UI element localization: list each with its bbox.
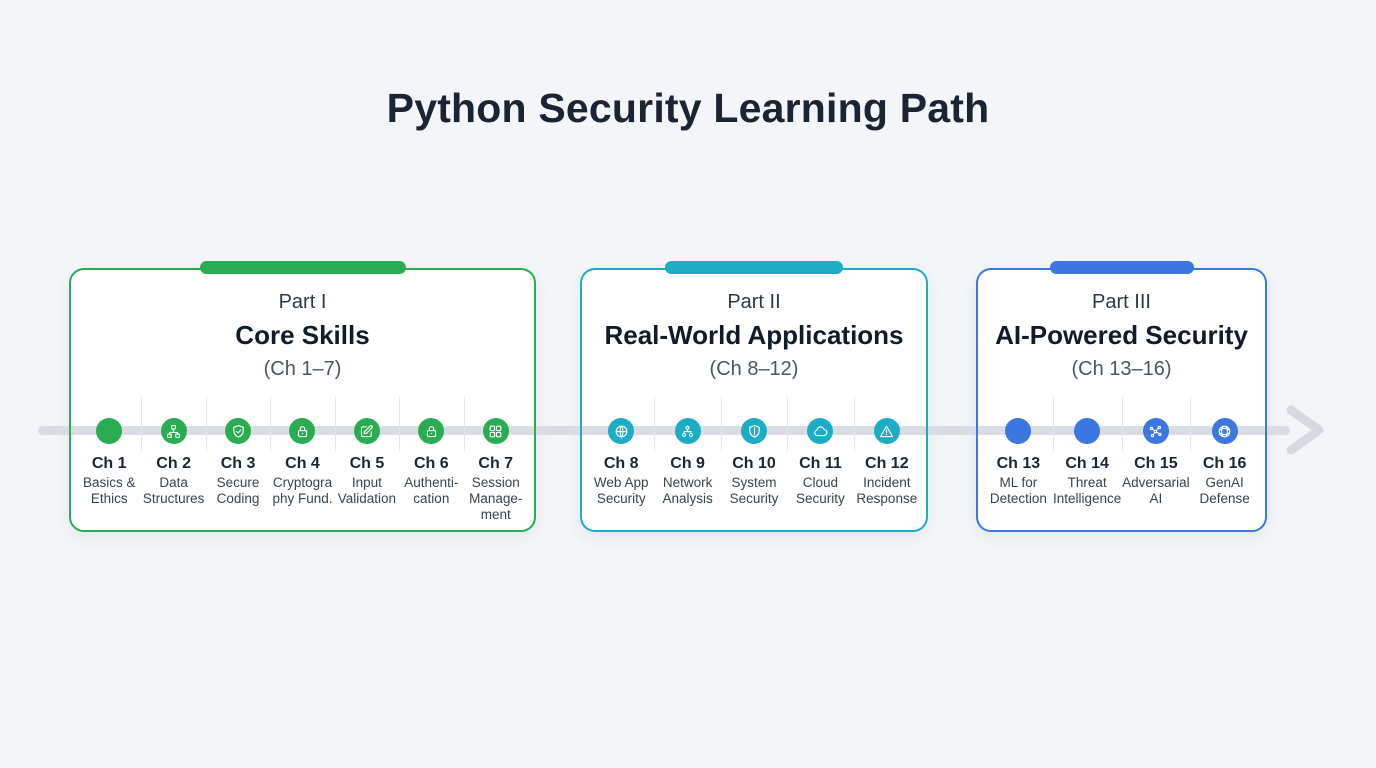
chapter-ch10: Ch 10 System Security <box>720 394 787 526</box>
grid-icon <box>482 418 509 444</box>
card-header: Part III AI-Powered Security (Ch 13–16) <box>976 290 1267 382</box>
cloud-icon <box>807 418 834 444</box>
filled-dot-icon <box>1005 418 1032 444</box>
chapter-ch16: Ch 16 GenAI Defense <box>1190 394 1259 526</box>
chapter-desc: GenAI Defense <box>1199 475 1250 506</box>
card-title: Real-World Applications <box>604 320 904 350</box>
part-label: Part II <box>727 291 781 313</box>
chapter-desc: Adversarial AI <box>1122 475 1190 506</box>
chapter-ch6: Ch 6 Authenti- cation <box>399 394 463 526</box>
chapter-label: Ch 13 <box>996 455 1041 472</box>
card-top-pill <box>199 261 406 274</box>
chapter-label: Ch 12 <box>865 455 909 472</box>
chapter-ch12: Ch 12 Incident Response <box>853 394 920 526</box>
chapter-desc: Incident Response <box>856 475 918 506</box>
part-label: Part I <box>278 291 327 313</box>
filled-dot-icon <box>96 418 123 444</box>
chapter-label: Ch 10 <box>732 455 776 472</box>
chapter-label: Ch 2 <box>156 455 191 472</box>
chapter-desc: Web App Security <box>593 475 649 506</box>
chapter-label: Ch 1 <box>91 455 127 472</box>
card-part-2: Part II Real-World Applications (Ch 8–12… <box>580 261 928 532</box>
shield-check-icon <box>225 418 252 444</box>
chapter-ch1: Ch 1 Basics & Ethics <box>77 394 141 526</box>
chapter-desc: Cloud Security <box>796 475 845 506</box>
chapter-desc: Secure Coding <box>216 475 260 506</box>
tree-icon <box>160 418 187 444</box>
network-icon <box>674 418 701 444</box>
chapter-row: Ch 8 Web App Security Ch 9 Network Analysi… <box>588 394 920 526</box>
card-chapter-range: (Ch 1–7) <box>263 358 342 380</box>
card-header: Part I Core Skills (Ch 1–7) <box>69 290 536 382</box>
chapter-desc: System Security <box>729 475 779 506</box>
chapter-ch9: Ch 9 Network Analysis <box>654 394 720 526</box>
card-chapter-range: (Ch 13–16) <box>1071 358 1172 380</box>
neural-network-icon <box>1142 418 1169 444</box>
chapter-ch14: Ch 14 Threat Intelligence <box>1052 394 1122 526</box>
chapter-label: Ch 15 <box>1134 455 1178 472</box>
chapter-desc: Network Analysis <box>662 475 713 506</box>
chapter-label: Ch 7 <box>478 455 514 472</box>
globe-icon <box>608 418 635 444</box>
lock-icon <box>289 418 316 444</box>
chapter-label: Ch 8 <box>603 455 639 472</box>
chapter-label: Ch 4 <box>285 455 320 472</box>
edit-icon <box>353 418 380 444</box>
card-background <box>69 268 536 532</box>
chapter-ch11: Ch 11 Cloud Security <box>787 394 853 526</box>
timeline-line <box>38 426 1290 435</box>
arrow-right-icon <box>1286 405 1324 455</box>
card-header: Part II Real-World Applications (Ch 8–12… <box>580 290 928 382</box>
chapter-label: Ch 5 <box>349 455 385 472</box>
chapter-desc: Cryptogra phy Fund. <box>272 475 333 506</box>
chapter-ch5: Ch 5 Input Validation <box>334 394 399 526</box>
chapter-desc: Input Validation <box>337 475 397 506</box>
card-chapter-range: (Ch 8–12) <box>709 358 799 380</box>
shield-icon <box>741 418 768 444</box>
chapter-desc: Session Manage- ment <box>469 475 523 522</box>
chapter-ch15: Ch 15 Adversarial AI <box>1121 394 1191 526</box>
chapter-desc: ML for Detection <box>989 475 1047 506</box>
card-top-pill <box>665 261 843 274</box>
chapter-label: Ch 3 <box>220 455 256 472</box>
chapter-desc: Data Structures <box>142 475 205 506</box>
card-background <box>580 268 928 532</box>
chapter-desc: Authenti- cation <box>404 475 459 506</box>
chapter-label: Ch 14 <box>1065 455 1109 472</box>
chapter-label: Ch 16 <box>1202 455 1247 472</box>
card-part-1: Part I Core Skills (Ch 1–7) Ch 1 Basics &… <box>69 261 536 532</box>
chapter-label: Ch 6 <box>413 455 449 472</box>
chapter-row: Ch 13 ML for Detection Ch 14 Threat Intell… <box>984 394 1259 526</box>
part-label: Part III <box>1092 291 1151 313</box>
swirl-icon <box>1211 418 1238 444</box>
filled-dot-icon <box>1074 418 1101 444</box>
card-part-3: Part III AI-Powered Security (Ch 13–16) … <box>976 261 1267 532</box>
chapter-ch2: Ch 2 Data Structures <box>141 394 205 526</box>
chapter-ch3: Ch 3 Secure Coding <box>205 394 270 526</box>
card-title: AI-Powered Security <box>995 320 1248 350</box>
chapter-desc: Threat Intelligence <box>1052 475 1122 506</box>
chapter-ch8: Ch 8 Web App Security <box>588 394 654 526</box>
chapter-label: Ch 11 <box>799 455 842 472</box>
lock-icon <box>418 418 445 444</box>
warning-triangle-icon <box>873 418 900 444</box>
page-title: Python Security Learning Path <box>386 85 990 132</box>
chapter-ch13: Ch 13 ML for Detection <box>984 394 1053 526</box>
chapter-label: Ch 9 <box>670 455 705 472</box>
card-title: Core Skills <box>235 320 370 350</box>
card-top-pill <box>1049 261 1194 274</box>
chapter-ch4: Ch 4 Cryptogra phy Fund. <box>270 394 334 526</box>
chapter-ch7: Ch 7 Session Manage- ment <box>463 394 528 526</box>
chapter-desc: Basics & Ethics <box>82 475 136 506</box>
